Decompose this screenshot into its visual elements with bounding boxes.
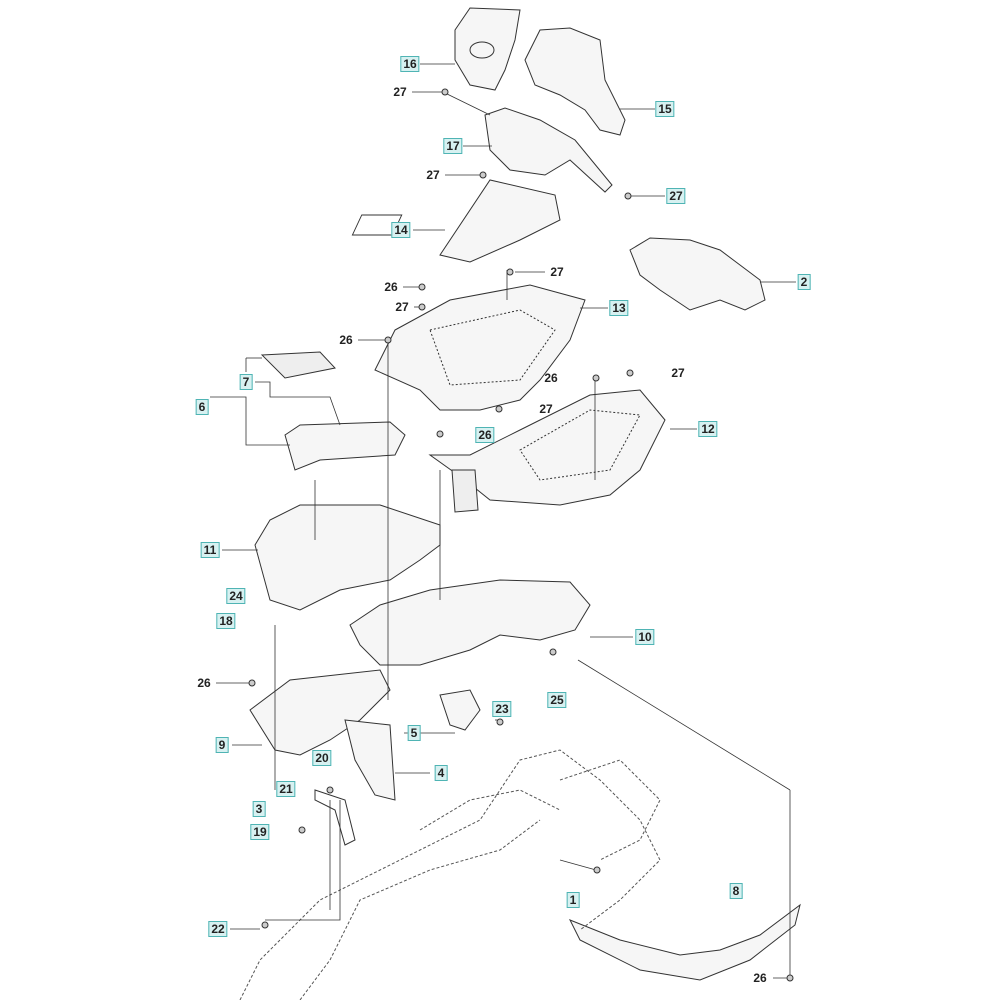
callout-27: 27 xyxy=(539,402,553,416)
callout-21: 21 xyxy=(276,781,296,797)
callout-26: 26 xyxy=(339,333,353,347)
callout-14: 14 xyxy=(391,222,411,238)
callout-27: 27 xyxy=(666,188,686,204)
callout-20: 20 xyxy=(312,750,332,766)
callout-27: 27 xyxy=(671,366,685,380)
part-2-cover xyxy=(629,237,766,311)
part-17-steering-column xyxy=(484,107,613,193)
callout-22: 22 xyxy=(208,921,228,937)
callout-11: 11 xyxy=(200,542,220,558)
callout-26: 26 xyxy=(753,971,767,985)
callout-10: 10 xyxy=(635,629,655,645)
callout-19: 19 xyxy=(250,824,270,840)
part-6-tray xyxy=(284,421,406,471)
part-11-body xyxy=(254,504,441,611)
leader-lines xyxy=(210,63,796,979)
callout-26: 26 xyxy=(197,676,211,690)
callout-26: 26 xyxy=(544,371,558,385)
callout-7: 7 xyxy=(239,374,253,390)
callout-25: 25 xyxy=(547,692,567,708)
callout-16: 16 xyxy=(400,56,420,72)
callout-26: 26 xyxy=(475,427,495,443)
callout-24: 24 xyxy=(226,588,246,604)
part-12-footrest-right xyxy=(428,389,666,513)
part-16-console-top xyxy=(454,7,521,91)
callout-5: 5 xyxy=(407,725,421,741)
part-4-bracket xyxy=(344,719,396,801)
callout-27: 27 xyxy=(395,300,409,314)
callout-1: 1 xyxy=(566,892,580,908)
callout-27: 27 xyxy=(426,168,440,182)
callout-4: 4 xyxy=(434,765,448,781)
callout-23: 23 xyxy=(492,701,512,717)
part-8-bumper xyxy=(568,903,801,981)
callout-13: 13 xyxy=(609,300,629,316)
callout-27: 27 xyxy=(550,265,564,279)
callout-2: 2 xyxy=(797,274,811,290)
callout-15: 15 xyxy=(655,101,675,117)
callout-26: 26 xyxy=(384,280,398,294)
part-15-cover xyxy=(524,27,626,136)
callout-17: 17 xyxy=(443,138,463,154)
part-5-bracket xyxy=(439,689,481,731)
callout-6: 6 xyxy=(195,399,209,415)
callout-3: 3 xyxy=(252,801,266,817)
part-13-footrest xyxy=(374,284,586,411)
part-7-lid xyxy=(260,351,336,379)
callout-8: 8 xyxy=(729,883,743,899)
callout-12: 12 xyxy=(698,421,718,437)
fasteners xyxy=(248,88,794,982)
callout-9: 9 xyxy=(215,737,229,753)
part-14-panel xyxy=(351,179,561,263)
part-3-bracket xyxy=(314,789,356,846)
frame-outline xyxy=(239,749,661,1000)
callout-27: 27 xyxy=(393,85,407,99)
part-10-body xyxy=(349,579,591,666)
callout-18: 18 xyxy=(216,613,236,629)
part-9-side-panel xyxy=(249,669,391,756)
